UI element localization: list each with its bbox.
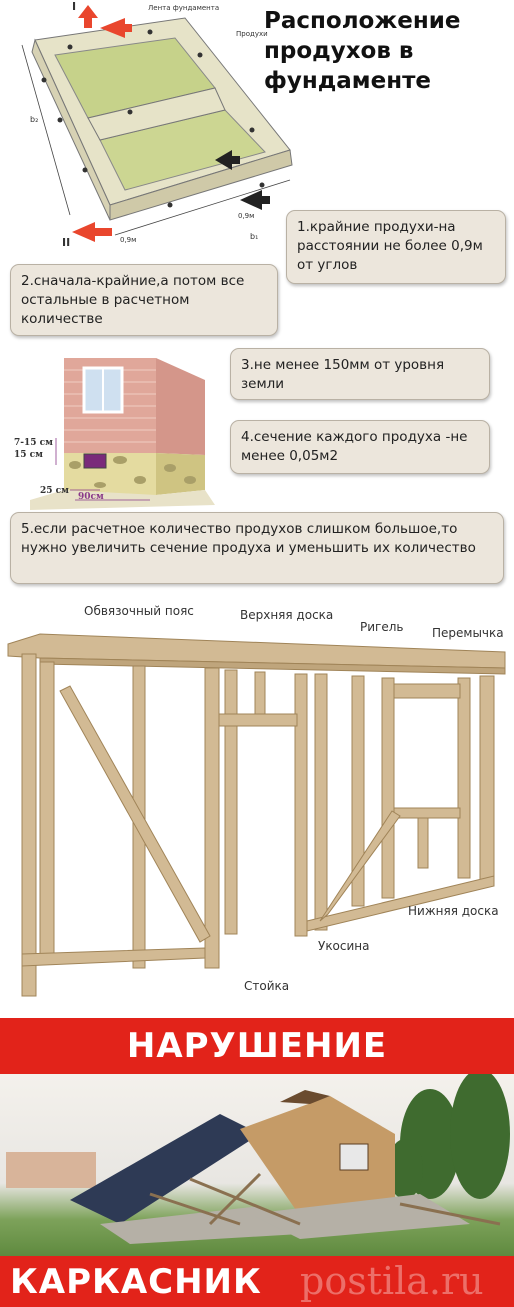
frame-section: Обвязочный пояс Верхняя доска Ригель Пер…	[0, 596, 514, 1016]
note-3: 3.не менее 150мм от уровня земли	[230, 348, 490, 400]
wall-illustration	[30, 358, 215, 510]
title-line-3: фундаменте	[264, 68, 432, 94]
label-beam: Ригель	[360, 620, 404, 634]
b1-label: b₁	[250, 232, 259, 241]
label-lintel: Перемычка	[432, 626, 504, 640]
label-brace: Укосина	[318, 939, 370, 953]
note-2: 2.сначала-крайние,а потом все остальные …	[10, 264, 278, 336]
title-line-2: продухов в	[264, 38, 414, 64]
foundation-section: Лента фундамента Продухи 0,9м 0,9м b₂ b₁…	[0, 0, 514, 340]
banner-bottom-row: КАРКАСНИК postila.ru	[0, 1256, 514, 1307]
dim-09-a: 0,9м	[120, 236, 137, 244]
vents-label: Продухи	[236, 30, 268, 38]
wall-section: 7-15 см 15 см 25 см 90см 3.не менее 150м…	[0, 340, 514, 590]
banner-top: НАРУШЕНИЕ ТЕХНОЛОГИИ	[0, 1018, 514, 1122]
dim-90: 90см	[78, 492, 104, 502]
page-title: Расположение продухов в фундаменте	[264, 6, 460, 96]
label-top-board: Верхняя доска	[240, 608, 334, 622]
dim-09-b: 0,9м	[238, 212, 255, 220]
tape-label: Лента фундамента	[148, 4, 220, 12]
roman-1-label: I	[72, 0, 77, 13]
watermark: postila.ru	[300, 1259, 484, 1303]
title-line-1: Расположение	[264, 8, 461, 34]
dim-15: 15 см	[14, 450, 43, 460]
label-bottom-board: Нижняя доска	[408, 904, 499, 918]
roman-2-label: II	[62, 236, 71, 249]
photo-collapsed-house	[0, 1074, 514, 1256]
frame-illustration	[7, 633, 506, 997]
b2-label: b₂	[30, 115, 39, 124]
note-5: 5.если расчетное количество продухов сли…	[10, 512, 504, 584]
foundation-illustration	[21, 5, 293, 242]
label-top-belt: Обвязочный пояс	[84, 604, 194, 618]
dim-7-15: 7-15 см	[14, 438, 53, 448]
dim-25: 25 см	[40, 486, 69, 496]
label-stud: Стойка	[244, 979, 290, 993]
banner-bottom: КАРКАСНИК	[10, 1262, 262, 1302]
note-4: 4.сечение каждого продуха -не менее 0,05…	[230, 420, 490, 474]
collapse-scene	[6, 1074, 510, 1244]
note-1: 1.крайние продухи-на расстоянии не более…	[286, 210, 506, 284]
